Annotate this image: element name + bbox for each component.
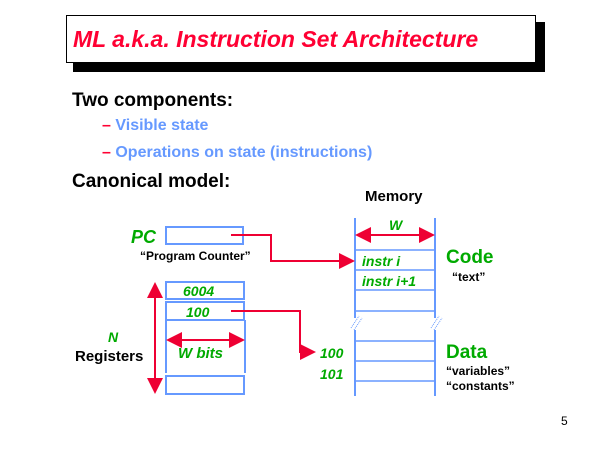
data-address-1: 101 — [320, 366, 344, 382]
memory-cell-instr-0: instr i — [362, 253, 401, 269]
bullet-item: – Operations on state (instructions) — [102, 144, 372, 162]
w-bits-label: W bits — [178, 345, 223, 362]
pc-pointer-arrow — [231, 234, 355, 269]
memory-break-mark — [350, 315, 360, 329]
bullet-item: – Visible state — [102, 117, 208, 135]
page-number: 5 — [561, 414, 568, 428]
bullet-dash: – — [102, 117, 111, 134]
heading-components: Two components: — [72, 90, 234, 111]
code-label: Code — [446, 247, 494, 268]
title-box: ML a.k.a. Instruction Set Architecture — [66, 15, 536, 63]
register-box-last — [165, 375, 245, 395]
heading-model: Canonical model: — [72, 171, 231, 192]
bullet-dash: – — [102, 144, 111, 161]
register-value-1: 100 — [186, 304, 210, 320]
data-address-0: 100 — [320, 345, 344, 361]
data-caption-0: “variables” — [446, 364, 511, 378]
data-label: Data — [446, 342, 488, 363]
register-pointer-arrow — [231, 310, 316, 360]
data-caption-1: “constants” — [446, 379, 515, 393]
slide-title: ML a.k.a. Instruction Set Architecture — [73, 26, 479, 52]
memory-break-mark — [430, 315, 440, 329]
memory-cell-instr-1: instr i+1 — [362, 273, 417, 289]
memory-title: Memory — [365, 188, 423, 205]
memory-break-mark — [353, 317, 363, 331]
registers-label: Registers — [75, 348, 144, 365]
pc-caption: “Program Counter” — [140, 249, 251, 263]
bullet-text: Visible state — [115, 117, 209, 134]
bullet-text: Operations on state (instructions) — [115, 144, 373, 161]
pc-label: PC — [131, 227, 157, 247]
code-caption: “text” — [452, 270, 486, 284]
register-value-0: 6004 — [183, 283, 215, 299]
register-box-0 — [165, 281, 245, 300]
memory-width-label: W — [389, 217, 403, 233]
n-label: N — [108, 329, 119, 345]
memory-break-mark — [433, 317, 443, 331]
